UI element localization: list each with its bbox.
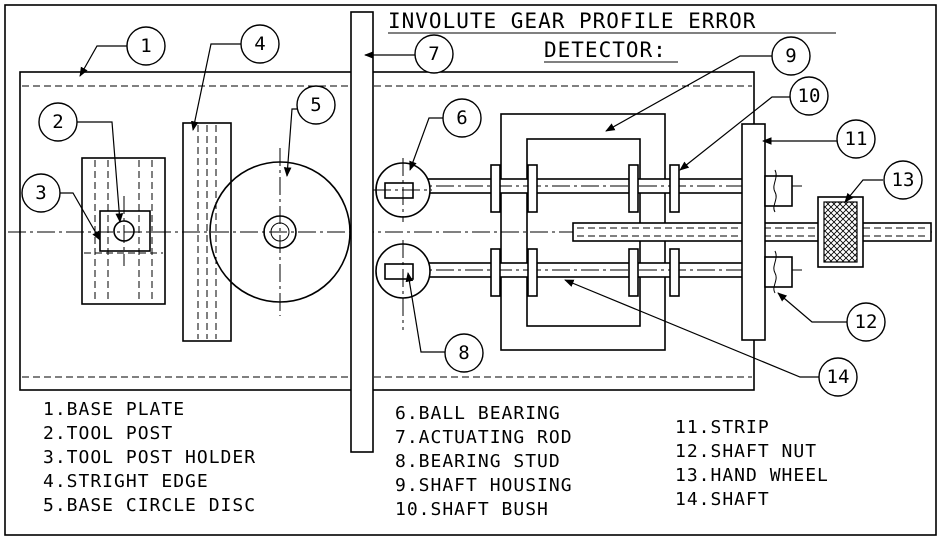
callout-1: 1	[126, 26, 166, 66]
svg-text:5: 5	[310, 94, 321, 116]
svg-text:6: 6	[456, 107, 467, 129]
svg-text:9: 9	[785, 45, 796, 67]
svg-text:12: 12	[855, 311, 878, 333]
callout-14: 14	[818, 357, 858, 397]
callout-6: 6	[442, 98, 482, 138]
legend-item: 3.TOOL POST HOLDER	[43, 447, 256, 468]
shaft-bush	[490, 164, 680, 297]
legend-item: 14.SHAFT	[675, 489, 770, 510]
leader-lines	[58, 43, 883, 378]
legend-item: 2.TOOL POST	[43, 423, 173, 444]
shaft-nut	[764, 169, 793, 294]
legend-item: 1.BASE PLATE	[43, 399, 185, 420]
legend-item: 13.HAND WHEEL	[675, 465, 829, 486]
drawing-border	[4, 4, 937, 536]
actuating-rod	[350, 11, 374, 453]
svg-text:2: 2	[52, 111, 63, 133]
svg-text:3: 3	[35, 182, 46, 204]
callout-8: 8	[444, 333, 484, 373]
legend-item: 12.SHAFT NUT	[675, 441, 817, 462]
legend-item: 7.ACTUATING ROD	[395, 427, 573, 448]
title-line-2: DETECTOR:	[544, 38, 667, 62]
svg-text:10: 10	[798, 85, 821, 107]
svg-text:7: 7	[428, 43, 439, 65]
legend-item: 5.BASE CIRCLE DISC	[43, 495, 256, 516]
svg-text:4: 4	[254, 33, 265, 55]
legend-item: 9.SHAFT HOUSING	[395, 475, 573, 496]
callout-7: 7	[414, 34, 454, 74]
legend-item: 4.STRIGHT EDGE	[43, 471, 209, 492]
svg-text:8: 8	[458, 342, 469, 364]
callout-5: 5	[296, 85, 336, 125]
straight-edge	[182, 122, 232, 342]
legend-item: 6.BALL BEARING	[395, 403, 561, 424]
legend-item: 10.SHAFT BUSH	[395, 499, 549, 520]
svg-text:11: 11	[845, 128, 868, 150]
svg-text:14: 14	[827, 366, 850, 388]
callout-2: 2	[38, 102, 78, 142]
callout-10: 10	[789, 76, 829, 116]
svg-text:1: 1	[140, 35, 151, 57]
svg-text:13: 13	[892, 169, 915, 191]
title-line-1: INVOLUTE GEAR PROFILE ERROR	[388, 9, 756, 33]
strip	[741, 123, 766, 341]
callout-4: 4	[240, 24, 280, 64]
hand-wheel	[817, 196, 864, 268]
callout-9: 9	[771, 36, 811, 76]
upper-shaft	[378, 178, 805, 194]
base-circle-disc	[209, 148, 351, 316]
callout-13: 13	[883, 160, 923, 200]
legend-column-3: 11.STRIP 12.SHAFT NUT 13.HAND WHEEL 14.S…	[675, 417, 829, 510]
legend-column-2: 6.BALL BEARING 7.ACTUATING ROD 8.BEARING…	[395, 403, 573, 520]
legend-item: 8.BEARING STUD	[395, 451, 561, 472]
lower-shaft	[378, 262, 805, 278]
legend-item: 11.STRIP	[675, 417, 770, 438]
callout-12: 12	[846, 302, 886, 342]
callout-3: 3	[21, 173, 61, 213]
legend-column-1: 1.BASE PLATE 2.TOOL POST 3.TOOL POST HOL…	[43, 399, 256, 516]
callout-11: 11	[836, 119, 876, 159]
